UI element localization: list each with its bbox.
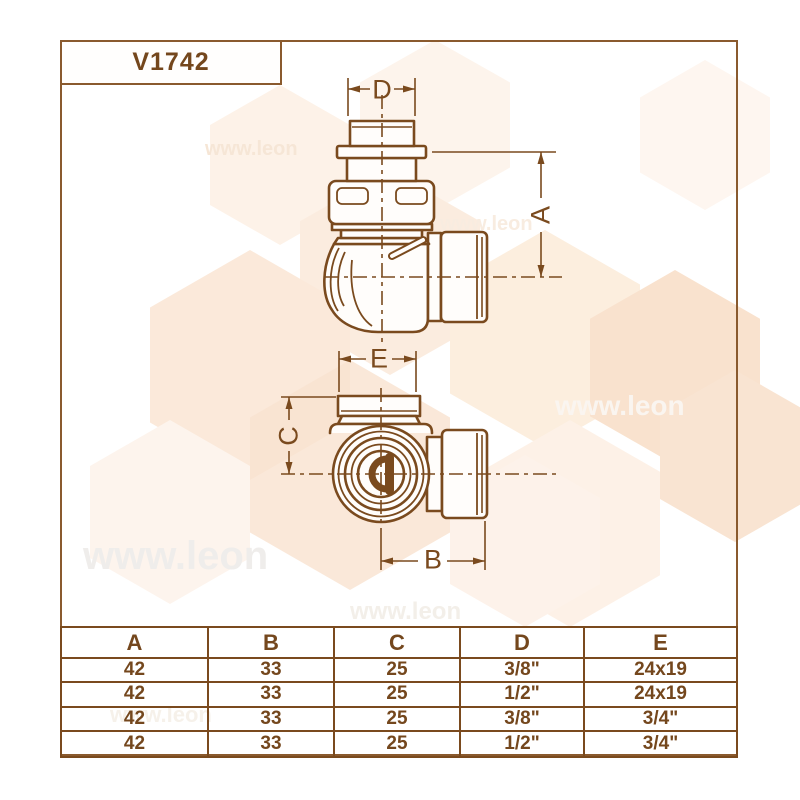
table-cell: 3/8"	[461, 707, 585, 732]
product-code-box: V1742	[60, 40, 282, 85]
dim-label-b: B	[423, 544, 443, 575]
table-cell: 42	[62, 659, 209, 684]
table-cell: 1/2"	[461, 731, 585, 756]
table-cell: 3/4"	[642, 732, 679, 754]
table-cell: 24x19	[585, 659, 736, 684]
table-header-cell: E	[585, 628, 736, 659]
table-cell: 25	[335, 683, 461, 708]
table-cell: 33	[209, 731, 335, 756]
table-cell: 25	[335, 731, 461, 756]
dimension-b	[380, 521, 486, 570]
table-cell: 33	[209, 659, 335, 684]
table-header-cell: B	[209, 628, 335, 659]
hexagon-shape	[640, 60, 770, 210]
valve-top-view	[281, 388, 560, 528]
table-cell: 25	[335, 659, 461, 684]
table-cell: 42	[62, 683, 209, 708]
dim-label-c: C	[273, 426, 304, 446]
table-cell: 24x19	[585, 683, 736, 708]
table-cell: 3/4"	[585, 708, 736, 732]
sheet-border	[60, 40, 738, 756]
dim-label-d: D	[372, 74, 392, 105]
dimension-d	[347, 78, 416, 116]
dimension-a	[432, 151, 556, 277]
table-header-cell: D	[461, 628, 585, 659]
dimension-c	[281, 396, 336, 474]
product-code: V1742	[132, 48, 210, 76]
table-cell: 33	[209, 683, 335, 708]
table-header-cell: C	[335, 628, 461, 659]
table-cell: 25	[335, 707, 461, 732]
table-cell: 42	[62, 731, 209, 756]
table-cell: 42	[62, 707, 209, 732]
table-cell: 3/8"	[461, 659, 585, 684]
spec-table: A B C D E 42 33 25 3/8" 24x19 42 33 25 1…	[60, 626, 738, 758]
dim-label-a: A	[525, 205, 556, 225]
valve-side-view	[323, 95, 562, 345]
table-cell: 33	[209, 707, 335, 732]
table-cell: 1/2"	[461, 683, 585, 708]
table-header-cell: A	[62, 628, 209, 659]
dimension-e	[338, 351, 417, 392]
dim-label-e: E	[369, 343, 389, 374]
